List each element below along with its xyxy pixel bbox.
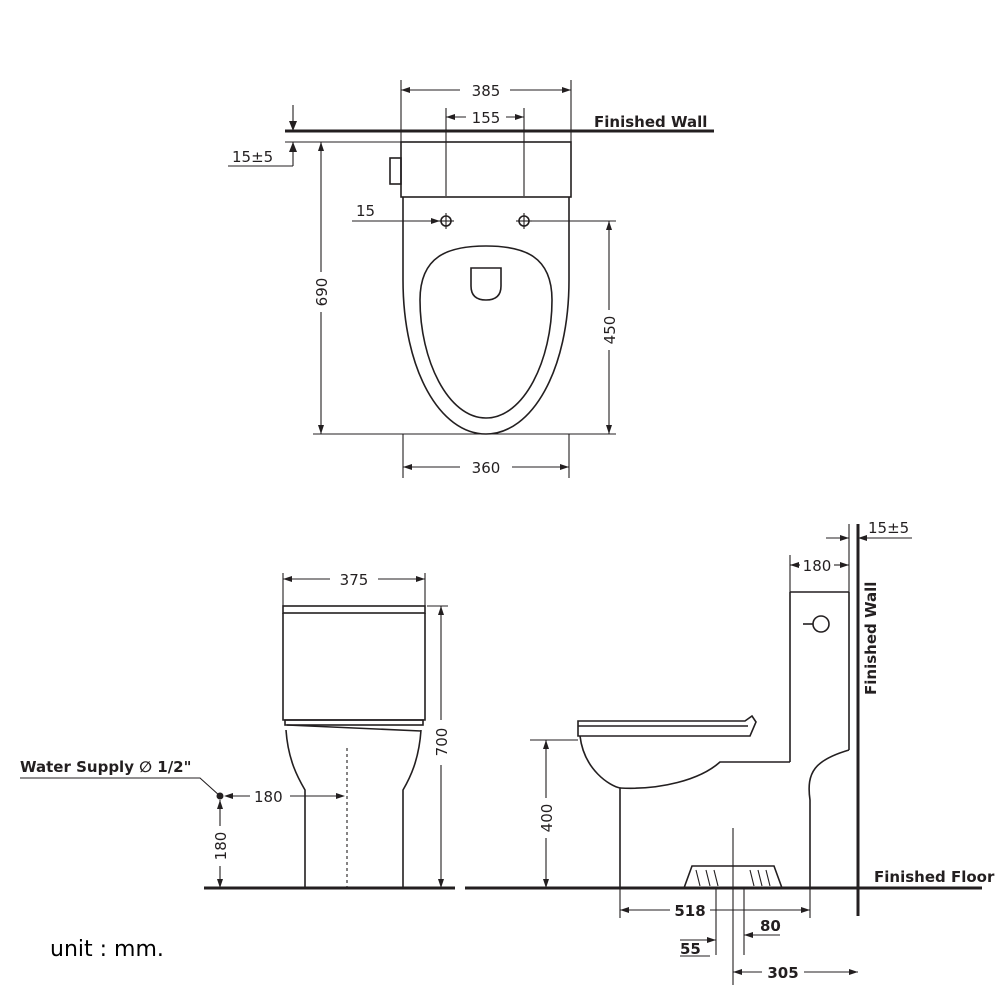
dim-155-text: 155: [472, 109, 501, 127]
side-rough-in-text: 305: [767, 964, 798, 982]
dim-360-text: 360: [472, 459, 501, 477]
top-wall-gap-text: 15±5: [232, 148, 273, 166]
dim-385-text: 385: [472, 82, 501, 100]
top-seat-outline: [419, 245, 553, 419]
top-drain-outline: [470, 267, 502, 301]
front-dim-700-text: 700: [433, 728, 451, 757]
front-view: 375 700 Water Supply ∅ 1/2" 180 1: [20, 571, 455, 890]
side-bowl-front: [579, 735, 621, 888]
dim-450-text: 450: [601, 316, 619, 345]
side-finished-floor-label: Finished Floor: [874, 868, 995, 886]
front-dim-375-text: 375: [340, 571, 369, 589]
front-tank-lid: [282, 605, 426, 614]
front-tank-body: [282, 613, 426, 721]
top-tank-body: [400, 141, 572, 198]
side-flush-button: [812, 615, 830, 633]
front-seat: [284, 719, 424, 726]
dim-690-text: 690: [313, 278, 331, 307]
top-bolt-offset-text: 15: [356, 202, 375, 220]
unit-label: unit : mm.: [50, 937, 164, 962]
side-seat: [577, 714, 757, 737]
front-bowl-outline: [285, 729, 422, 888]
front-supply-offset-text: 180: [254, 788, 283, 806]
side-tank-depth-text: 180: [803, 557, 832, 575]
top-bolt-left: [438, 213, 454, 229]
side-bowl-bottom: [619, 761, 790, 790]
front-supply-height-text: 180: [212, 832, 230, 861]
side-outlet-offset-text: 55: [680, 940, 701, 958]
side-outlet-width-text: 80: [760, 917, 781, 935]
top-bolt-right: [516, 213, 532, 229]
top-view: Finished Wall 385 155 15±5: [228, 80, 714, 478]
side-view: Finished Floor Finished Wall 15±5 180: [465, 519, 995, 985]
water-supply-point: [216, 792, 224, 800]
side-seat-height-text: 400: [538, 804, 556, 833]
top-bowl-outline: [402, 197, 570, 435]
top-finished-wall-label: Finished Wall: [594, 113, 707, 131]
side-base-length-text: 518: [674, 902, 705, 920]
side-bowl-back: [808, 749, 850, 888]
top-flush-button: [389, 157, 402, 185]
side-finished-wall-label: Finished Wall: [862, 582, 880, 695]
water-supply-label: Water Supply ∅ 1/2": [20, 758, 191, 776]
side-wall-gap-text: 15±5: [868, 519, 909, 537]
